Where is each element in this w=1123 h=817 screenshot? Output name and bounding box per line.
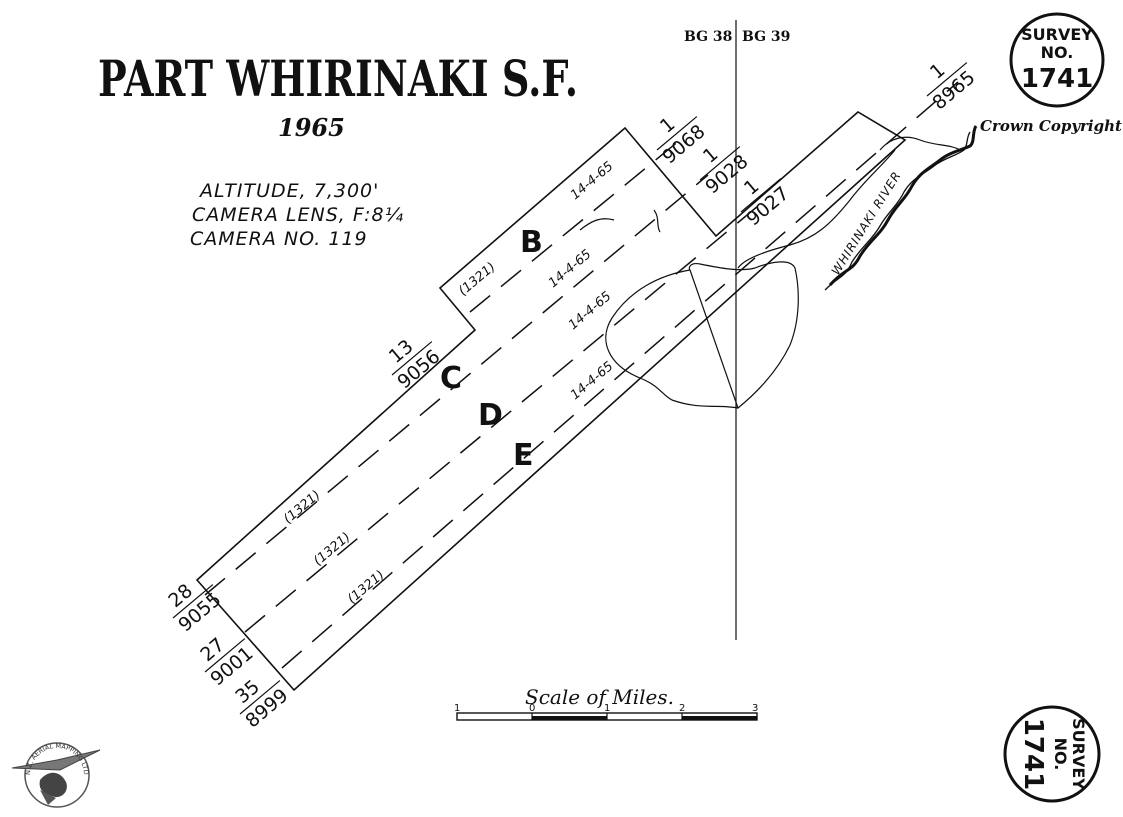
survey-stamp-bottom: SURVEY NO. 1741 (1003, 705, 1101, 803)
scale-tick-0: 0 (529, 703, 535, 714)
camera-number-text: CAMERA NO. 119 (190, 228, 368, 250)
frame-label-c-start: 28 9055 (164, 580, 225, 637)
scale-title: Scale of Miles. (525, 685, 674, 709)
grid-label-bg38: BG 38 (684, 29, 732, 45)
map-title: PART WHIRINAKI S.F. (98, 49, 578, 108)
scale-bar: Scale of Miles. 1 0 1 2 3 (454, 685, 758, 721)
scale-tick-left-1: 1 (454, 703, 460, 714)
run-e-line (281, 81, 959, 669)
whirinaki-river-bank (824, 131, 971, 291)
scale-tick-3: 3 (752, 703, 758, 714)
run-label-e: E (513, 438, 534, 473)
grid-label-bg39: BG 39 (742, 29, 790, 45)
run-c-line (204, 174, 709, 596)
scale-tick-2: 2 (679, 703, 685, 714)
stamp-no-word-2: NO. (1051, 738, 1070, 771)
flight-date-b: 14-4-65 (568, 159, 617, 203)
flight-ref-c: (1321) (281, 488, 324, 527)
crown-copyright: Crown Copyright (980, 117, 1122, 135)
frame-e-start-bar (239, 680, 281, 715)
run-label-d: D (478, 398, 503, 433)
frame-d-end-bar (740, 178, 782, 213)
coverage-outline (195, 111, 907, 692)
frame-c-start-bar (172, 584, 214, 619)
flight-ref-b: (1321) (456, 260, 499, 299)
nz-aerial-mapping-logo: N.Z. AERIAL MAPPING LTD (11, 742, 101, 808)
whirinaki-river (828, 125, 978, 286)
frame-label-b-start: 13 9056 (385, 335, 445, 393)
run-label-b: B (520, 225, 543, 260)
frame-label-b-end: 1 9068 (656, 113, 709, 168)
run-label-c: C (440, 361, 462, 396)
river-branch (879, 136, 961, 151)
frame-e-end-bar (926, 62, 968, 97)
stream-line-3 (653, 209, 661, 233)
run-d-line (244, 195, 771, 633)
altitude-text: ALTITUDE, 7,300' (198, 180, 379, 202)
scale-tick-1: 1 (604, 703, 610, 714)
flight-date-c: 14-4-65 (546, 247, 595, 291)
flight-ref-e: (1321) (345, 568, 388, 607)
stream-boundary (605, 261, 799, 410)
run-b-line (469, 139, 681, 313)
stream-line-2 (579, 218, 615, 231)
camera-lens-text: CAMERA LENS, F:8¼ (192, 204, 404, 226)
frame-b-start-bar (391, 341, 433, 376)
flight-ref-d: (1321) (311, 530, 354, 569)
stamp-survey-word: SURVEY (1021, 25, 1093, 44)
survey-stamp-top: SURVEY NO. 1741 (1009, 12, 1105, 108)
frame-c-end-bar (699, 146, 741, 181)
stream-line-1 (737, 149, 896, 269)
stamp-no-word: NO. (1041, 43, 1074, 62)
flight-date-e: 14-4-65 (568, 359, 617, 403)
map-year: 1965 (278, 113, 345, 142)
frame-b-end-bar (656, 116, 698, 151)
stamp-number-2: 1741 (1018, 718, 1048, 790)
frame-label-e-end: 1 8965 (926, 59, 979, 114)
frame-d-start-bar (204, 638, 246, 673)
stamp-survey-word-2: SURVEY (1069, 718, 1088, 790)
stamp-number: 1741 (1021, 64, 1093, 94)
